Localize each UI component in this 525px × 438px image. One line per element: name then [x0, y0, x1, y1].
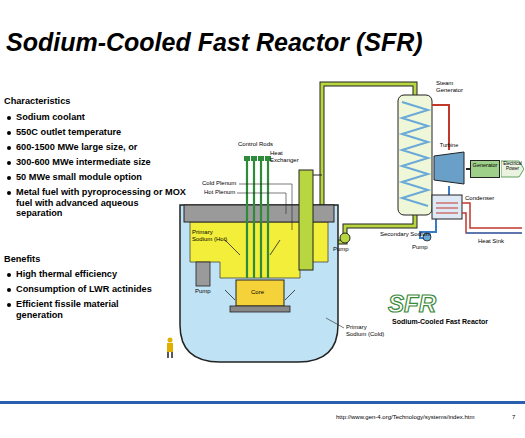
bullet-item: 600-1500 MWe large size, or [6, 142, 137, 153]
shaft-connector [466, 168, 470, 170]
node-label: Generator [470, 160, 500, 168]
logo-letters: SFR [388, 290, 436, 318]
rod-drives [244, 156, 271, 161]
secondary-pump [340, 233, 350, 243]
part-label: Core [251, 289, 264, 296]
part-label: Steam Generator [436, 80, 470, 94]
bullet-item: Sodium coolant [6, 112, 85, 123]
part-label: Primary Sodium (Cold) [346, 324, 386, 338]
flow-arrows [225, 240, 295, 300]
condenser [432, 195, 462, 219]
section-heading: Benefits [4, 254, 40, 265]
primary-pump [196, 262, 210, 286]
steam-generator [398, 95, 432, 215]
hot-plenum-leader [237, 193, 286, 214]
part-label: Secondary Sodium [380, 231, 440, 238]
exhaust-line [448, 186, 450, 195]
heat-exchanger [299, 170, 313, 270]
reactor-vessel [180, 205, 338, 362]
page-number: 7 [512, 414, 515, 421]
section-heading: Characteristics [4, 96, 70, 107]
generator-shape [471, 161, 500, 178]
person-body [167, 343, 173, 352]
heat-sink-lines [462, 203, 522, 233]
bullet-item: High thermal efficiency [6, 269, 117, 280]
part-label: Primary Sodium (Hot) [192, 229, 228, 243]
logo-caption: Sodium-Cooled Fast Reactor [392, 318, 488, 326]
condenser-tubes [436, 203, 458, 213]
part-label: Pump [412, 244, 428, 251]
return-pipe-outline [330, 215, 415, 242]
node-label: Turbine [432, 142, 466, 148]
bullet-item: Efficient fissile material generation [6, 299, 146, 320]
core-support [230, 306, 290, 312]
bullet-item: 50 MWe small module option [6, 172, 142, 183]
part-label: Condenser [465, 195, 494, 202]
bullet-item: Metal fuel with pyroprocessing or MOX fu… [6, 187, 186, 219]
turbine: Turbine [432, 142, 466, 186]
part-label: Hot Plenum [204, 189, 235, 196]
hx-pipe-joint [313, 175, 322, 176]
slide-title: Sodium-Cooled Fast Reactor (SFR) [6, 28, 423, 57]
footer-rule [0, 401, 525, 404]
control-rods [247, 160, 268, 278]
node-shape [432, 142, 466, 186]
source-url: http://www.gen-4.org/Technology/systems/… [336, 414, 474, 421]
part-label: Pump [333, 246, 349, 253]
bullet-item: 300-600 MWe intermediate size [6, 157, 151, 168]
bullet-item: Consumption of LWR actinides [6, 284, 152, 295]
part-label: Heat Exchanger [270, 150, 300, 164]
steam-coil [402, 102, 428, 206]
node-label: Electrical Power [501, 159, 524, 171]
bullet-item: 550C outlet temperature [6, 127, 121, 138]
generator-box: Generator [470, 160, 500, 178]
part-label: Cold Plenum [202, 180, 236, 187]
part-label: Control Rods [238, 141, 273, 148]
cold-plenum-leader [239, 184, 292, 230]
person-legs [168, 352, 172, 358]
part-label: Pump [195, 288, 211, 295]
heat-sink-return [466, 232, 522, 234]
power-arrow: Electrical Power [501, 159, 524, 179]
person-head [168, 338, 173, 343]
core-block [236, 280, 284, 306]
turbine-shape [434, 152, 464, 184]
return-pipe [330, 215, 415, 242]
cold-sodium-leader [326, 318, 344, 328]
part-label: Heat Sink [478, 238, 504, 245]
